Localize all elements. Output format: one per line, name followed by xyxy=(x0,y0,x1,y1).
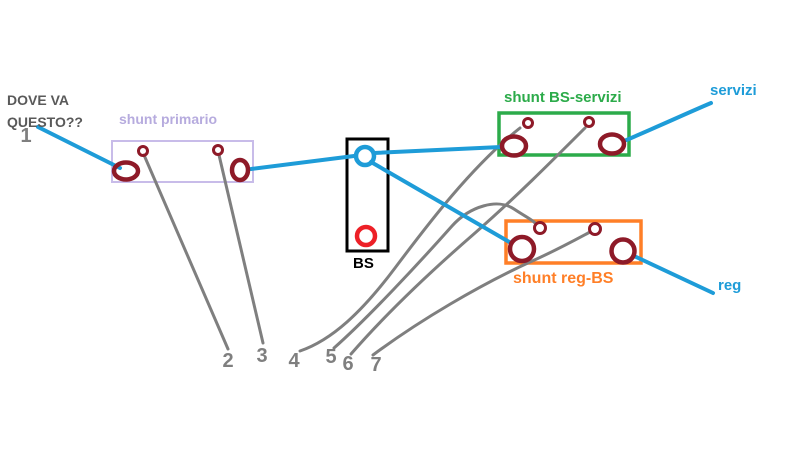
lead-6-to-bs-servizi-right-pin xyxy=(349,126,587,356)
wire-1-to-primario-left xyxy=(36,125,122,170)
bs-top-terminal-ring xyxy=(353,144,377,168)
reg-bs-left-terminal-ring xyxy=(507,234,537,264)
bs-servizi-right-pin-ring xyxy=(583,116,595,128)
wire-primario-to-bs xyxy=(249,154,356,171)
reg-bs-left-pin-ring xyxy=(533,221,547,235)
point-number-5: 5 xyxy=(325,346,337,368)
primario-left-pin-ring xyxy=(137,145,149,157)
lead-3-to-primario-right-pin xyxy=(217,153,265,345)
lead-2-to-primario-left-pin xyxy=(142,153,230,351)
primario-right-pin-ring xyxy=(212,144,224,156)
shunt-bs-servizi-box xyxy=(497,111,631,157)
point-number-1: 1 xyxy=(20,125,32,147)
point-number-6: 6 xyxy=(342,353,354,375)
bs-servizi-left-pin-ring xyxy=(522,117,534,129)
wire-reg-bs-to-reg xyxy=(632,254,715,295)
wire-bs-to-bs-servizi xyxy=(372,145,503,155)
primario-right-terminal-ring xyxy=(229,157,251,183)
reg-bs-right-terminal-ring xyxy=(609,237,637,265)
wire-bs-servizi-to-servizi xyxy=(622,101,713,143)
question-note: DOVE VA QUESTO?? xyxy=(7,89,83,133)
bs-bottom-terminal-ring xyxy=(354,224,378,248)
question-note-line2: QUESTO?? xyxy=(7,114,83,130)
point-number-3: 3 xyxy=(256,345,268,367)
servizi-wire-label: servizi xyxy=(710,82,757,99)
bs-box xyxy=(345,137,390,253)
bs-servizi-right-terminal-ring xyxy=(597,132,627,156)
point-number-7: 7 xyxy=(370,354,382,376)
shunt-reg-bs-label: shunt reg-BS xyxy=(513,270,614,287)
lead-4-to-bs-servizi-left-pin xyxy=(298,126,522,353)
wire-bs-to-reg-bs xyxy=(369,160,513,245)
shunt-bs-servizi-label: shunt BS-servizi xyxy=(504,89,622,106)
shunt-primario-box xyxy=(111,140,254,183)
lead-5-to-reg-bs-left-pin xyxy=(332,202,538,350)
reg-bs-right-pin-ring xyxy=(588,222,602,236)
point-number-2: 2 xyxy=(222,350,234,372)
lead-7-to-reg-bs-right-pin xyxy=(371,230,592,357)
reg-wire-label: reg xyxy=(718,277,742,294)
point-number-4: 4 xyxy=(288,350,300,372)
primario-left-terminal-ring xyxy=(111,160,141,182)
bs-servizi-left-terminal-ring xyxy=(499,134,529,158)
bs-label: BS xyxy=(353,255,374,272)
shunt-primario-label: shunt primario xyxy=(119,111,218,127)
question-note-line1: DOVE VA xyxy=(7,92,69,108)
